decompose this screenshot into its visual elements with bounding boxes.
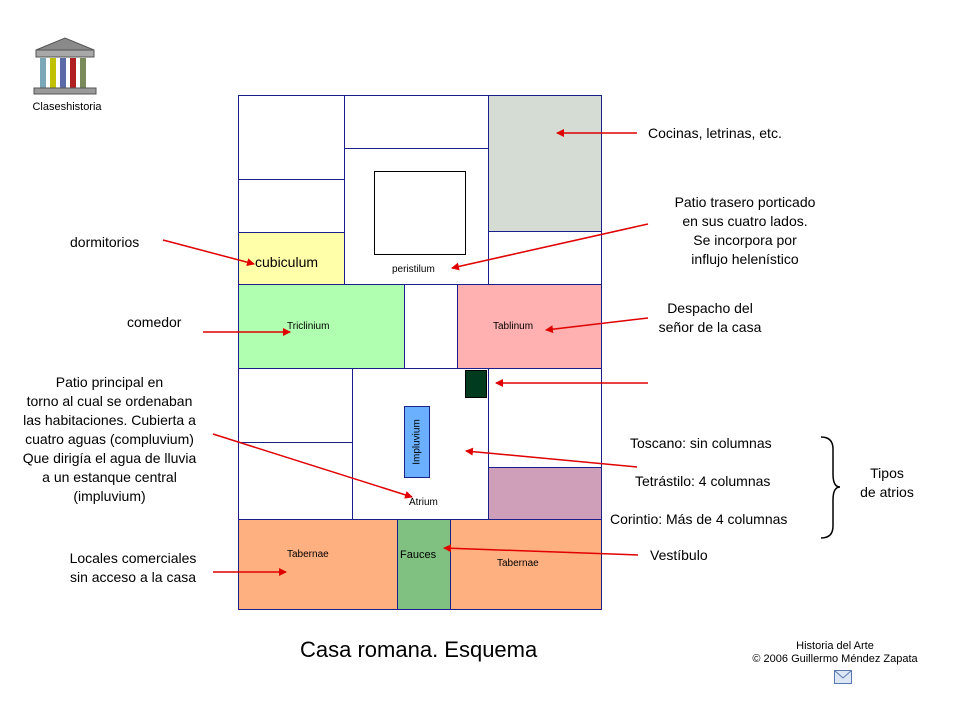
label-tetrastilo: Tetrástilo: 4 columnas bbox=[635, 473, 771, 489]
peristilum-garden bbox=[374, 171, 466, 255]
label-patio-principal: Patio principal en torno al cual se orde… bbox=[22, 374, 197, 504]
room-tabernae-right: Tabernae bbox=[450, 519, 602, 610]
arrow-vestibulo bbox=[443, 544, 639, 556]
label-corintio: Corintio: Más de 4 columnas bbox=[610, 511, 788, 527]
room-cubiculum: cubiculum bbox=[238, 232, 345, 285]
arrow-patio-principal bbox=[212, 433, 413, 499]
label-patio-trasero: Patio trasero porticado en sus cuatro la… bbox=[674, 194, 816, 267]
tablinum-label: Tablinum bbox=[493, 321, 534, 332]
label-comedor: comedor bbox=[127, 314, 182, 330]
arrow-dormitorios bbox=[162, 239, 255, 267]
label-toscano: Toscano: sin columnas bbox=[630, 435, 772, 451]
arrow-patio-trasero bbox=[451, 223, 649, 271]
room-fauces: Fauces bbox=[397, 519, 451, 610]
tabernae-right-label: Tabernae bbox=[497, 558, 539, 569]
arrow-despacho bbox=[545, 317, 649, 334]
label-dormitorios: dormitorios bbox=[70, 234, 140, 250]
page-title: Casa romana. Esquema bbox=[300, 637, 538, 662]
fauces-label: Fauces bbox=[400, 549, 437, 561]
lararium-shrine bbox=[465, 370, 487, 398]
cubiculum-label: cubiculum bbox=[255, 254, 319, 270]
label-cocinas: Cocinas, letrinas, etc. bbox=[648, 125, 782, 141]
triclinium-label: Triclinium bbox=[287, 321, 330, 332]
atrio-types-brace bbox=[820, 436, 841, 539]
label-tipos-atrios: Tipos de atrios bbox=[860, 465, 914, 500]
room-kitchen bbox=[488, 95, 602, 232]
label-vestibulo: Vestíbulo bbox=[650, 547, 708, 563]
temple-logo-icon bbox=[30, 36, 100, 98]
label-despacho: Despacho del señor de la casa bbox=[658, 300, 762, 335]
room-tabernae-left: Tabernae bbox=[238, 519, 398, 610]
peristilum-label: peristilum bbox=[392, 264, 435, 275]
arrow-atrio-tipos bbox=[465, 447, 638, 468]
atrium-label: Atrium bbox=[409, 497, 438, 508]
mail-icon[interactable] bbox=[834, 670, 852, 684]
credit-line-1: Historia del Arte bbox=[796, 640, 874, 652]
label-locales: Locales comerciales sin acceso a la casa bbox=[69, 550, 197, 585]
room-atrium-right-bottom bbox=[488, 467, 602, 520]
tabernae-left-label: Tabernae bbox=[287, 549, 329, 560]
logo-caption: Claseshistoria bbox=[32, 101, 102, 113]
room-triclinium: Triclinium bbox=[238, 284, 405, 369]
credit-line-2: © 2006 Guillermo Méndez Zapata bbox=[752, 653, 918, 665]
impluvium-pool: Impluvium bbox=[404, 406, 430, 478]
